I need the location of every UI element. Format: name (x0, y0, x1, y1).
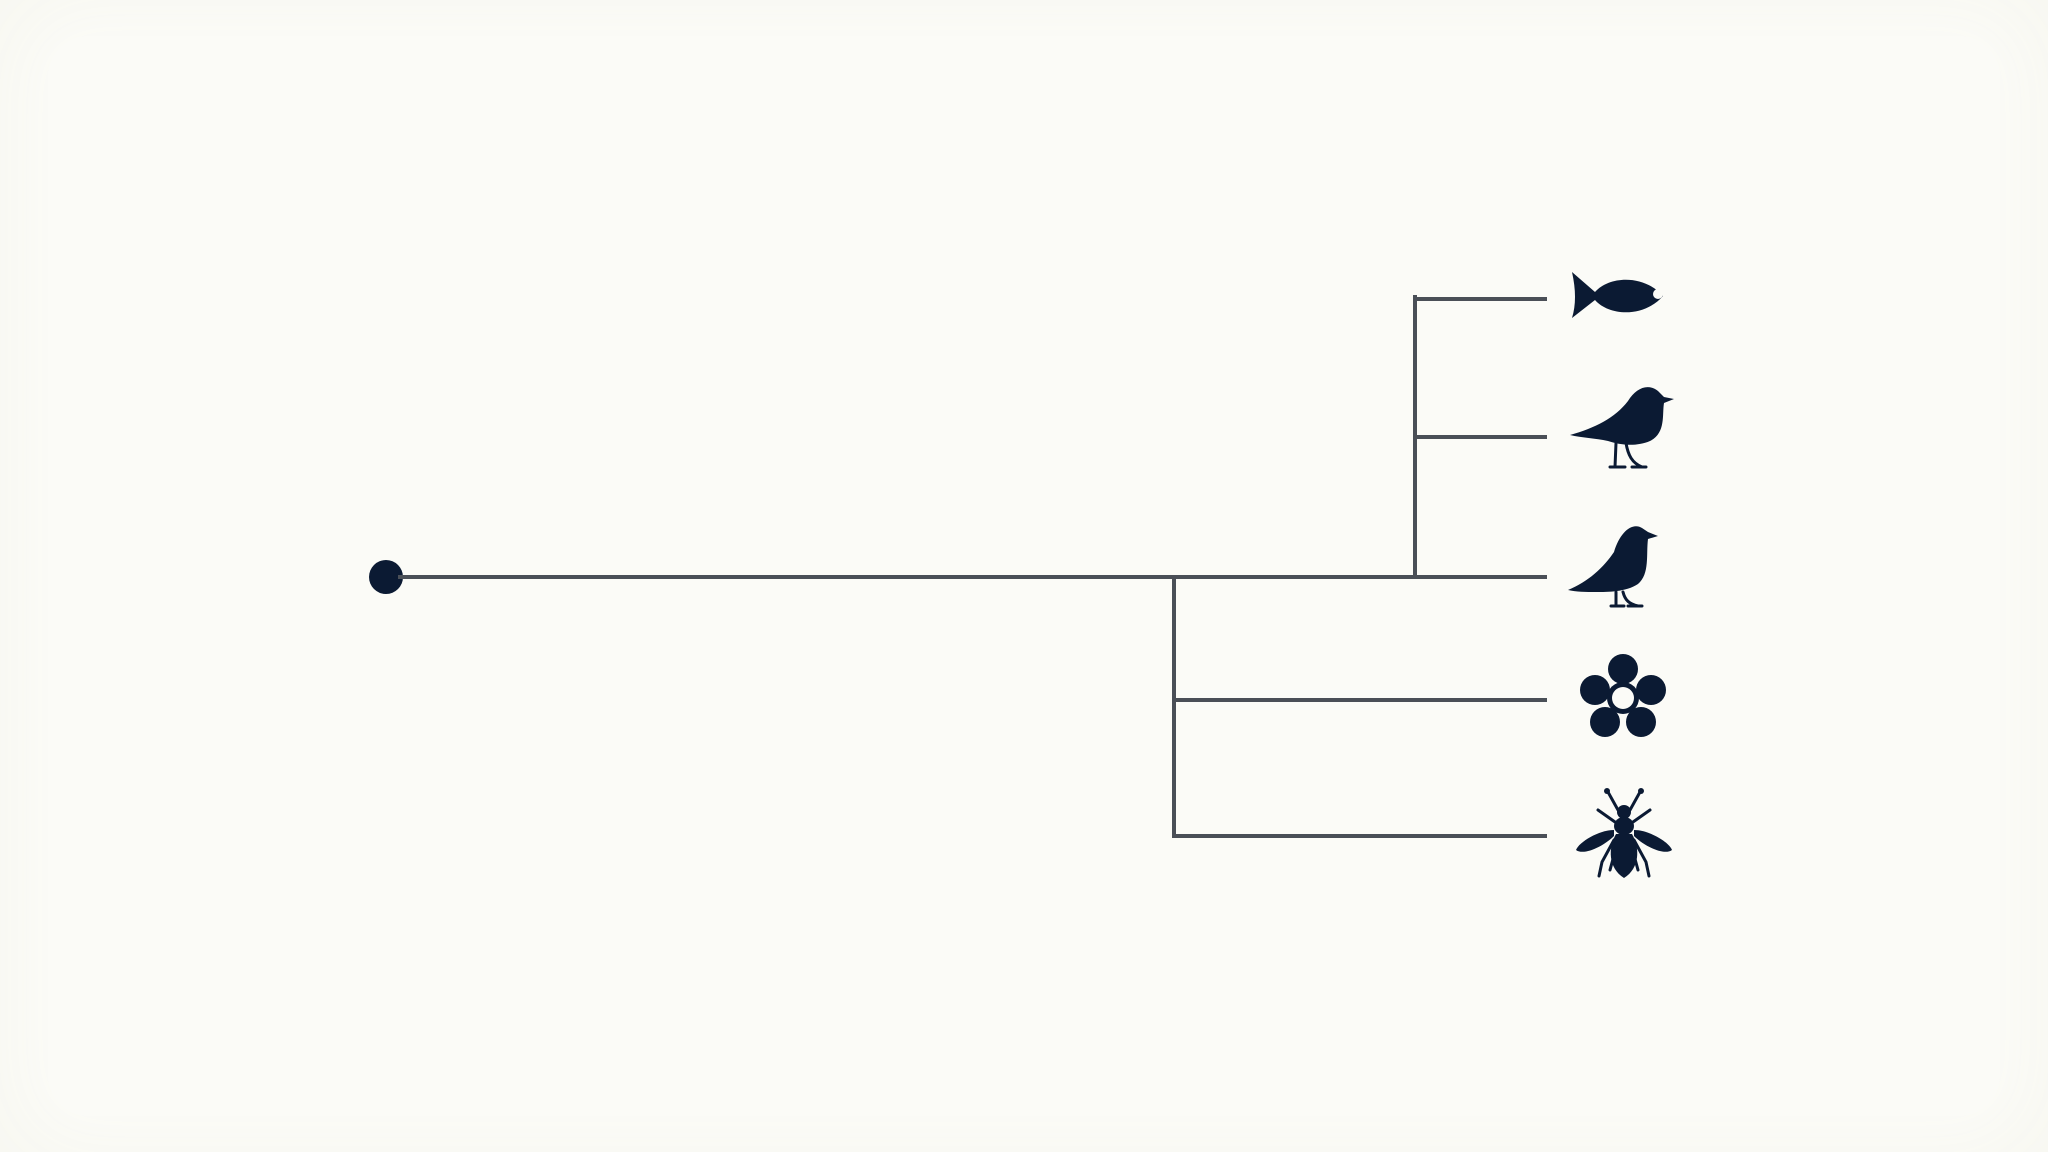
root-node (369, 560, 403, 594)
flower-icon (1580, 654, 1666, 737)
fish-icon (1572, 272, 1663, 318)
insect-icon (1576, 788, 1672, 878)
bird-icon (1568, 526, 1658, 608)
bird-icon (1570, 387, 1674, 469)
